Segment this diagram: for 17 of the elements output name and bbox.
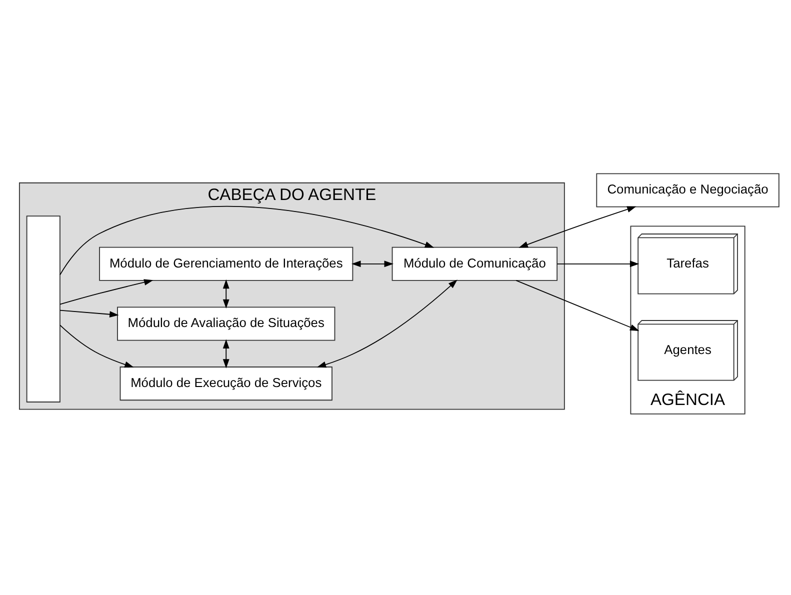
node-box: Comunicação e Negociação bbox=[596, 173, 780, 208]
node-box: Módulo de Execução de Serviços bbox=[120, 366, 332, 401]
node-bar bbox=[26, 216, 60, 402]
arrow bbox=[518, 206, 636, 248]
arrow bbox=[316, 280, 458, 368]
node-box: Módulo de Comunicação bbox=[392, 246, 558, 281]
arrow bbox=[556, 260, 640, 268]
arrow bbox=[222, 339, 230, 368]
arrow bbox=[60, 279, 154, 305]
arrow bbox=[516, 280, 640, 331]
node-box: Módulo de Gerenciamento de Interações bbox=[99, 246, 354, 281]
arrow bbox=[222, 279, 230, 309]
node-box: Módulo de Avaliação de Situações bbox=[117, 306, 336, 341]
arrow bbox=[352, 260, 394, 268]
arrow bbox=[60, 324, 134, 368]
arrow bbox=[60, 310, 119, 318]
arrow bbox=[60, 206, 434, 276]
